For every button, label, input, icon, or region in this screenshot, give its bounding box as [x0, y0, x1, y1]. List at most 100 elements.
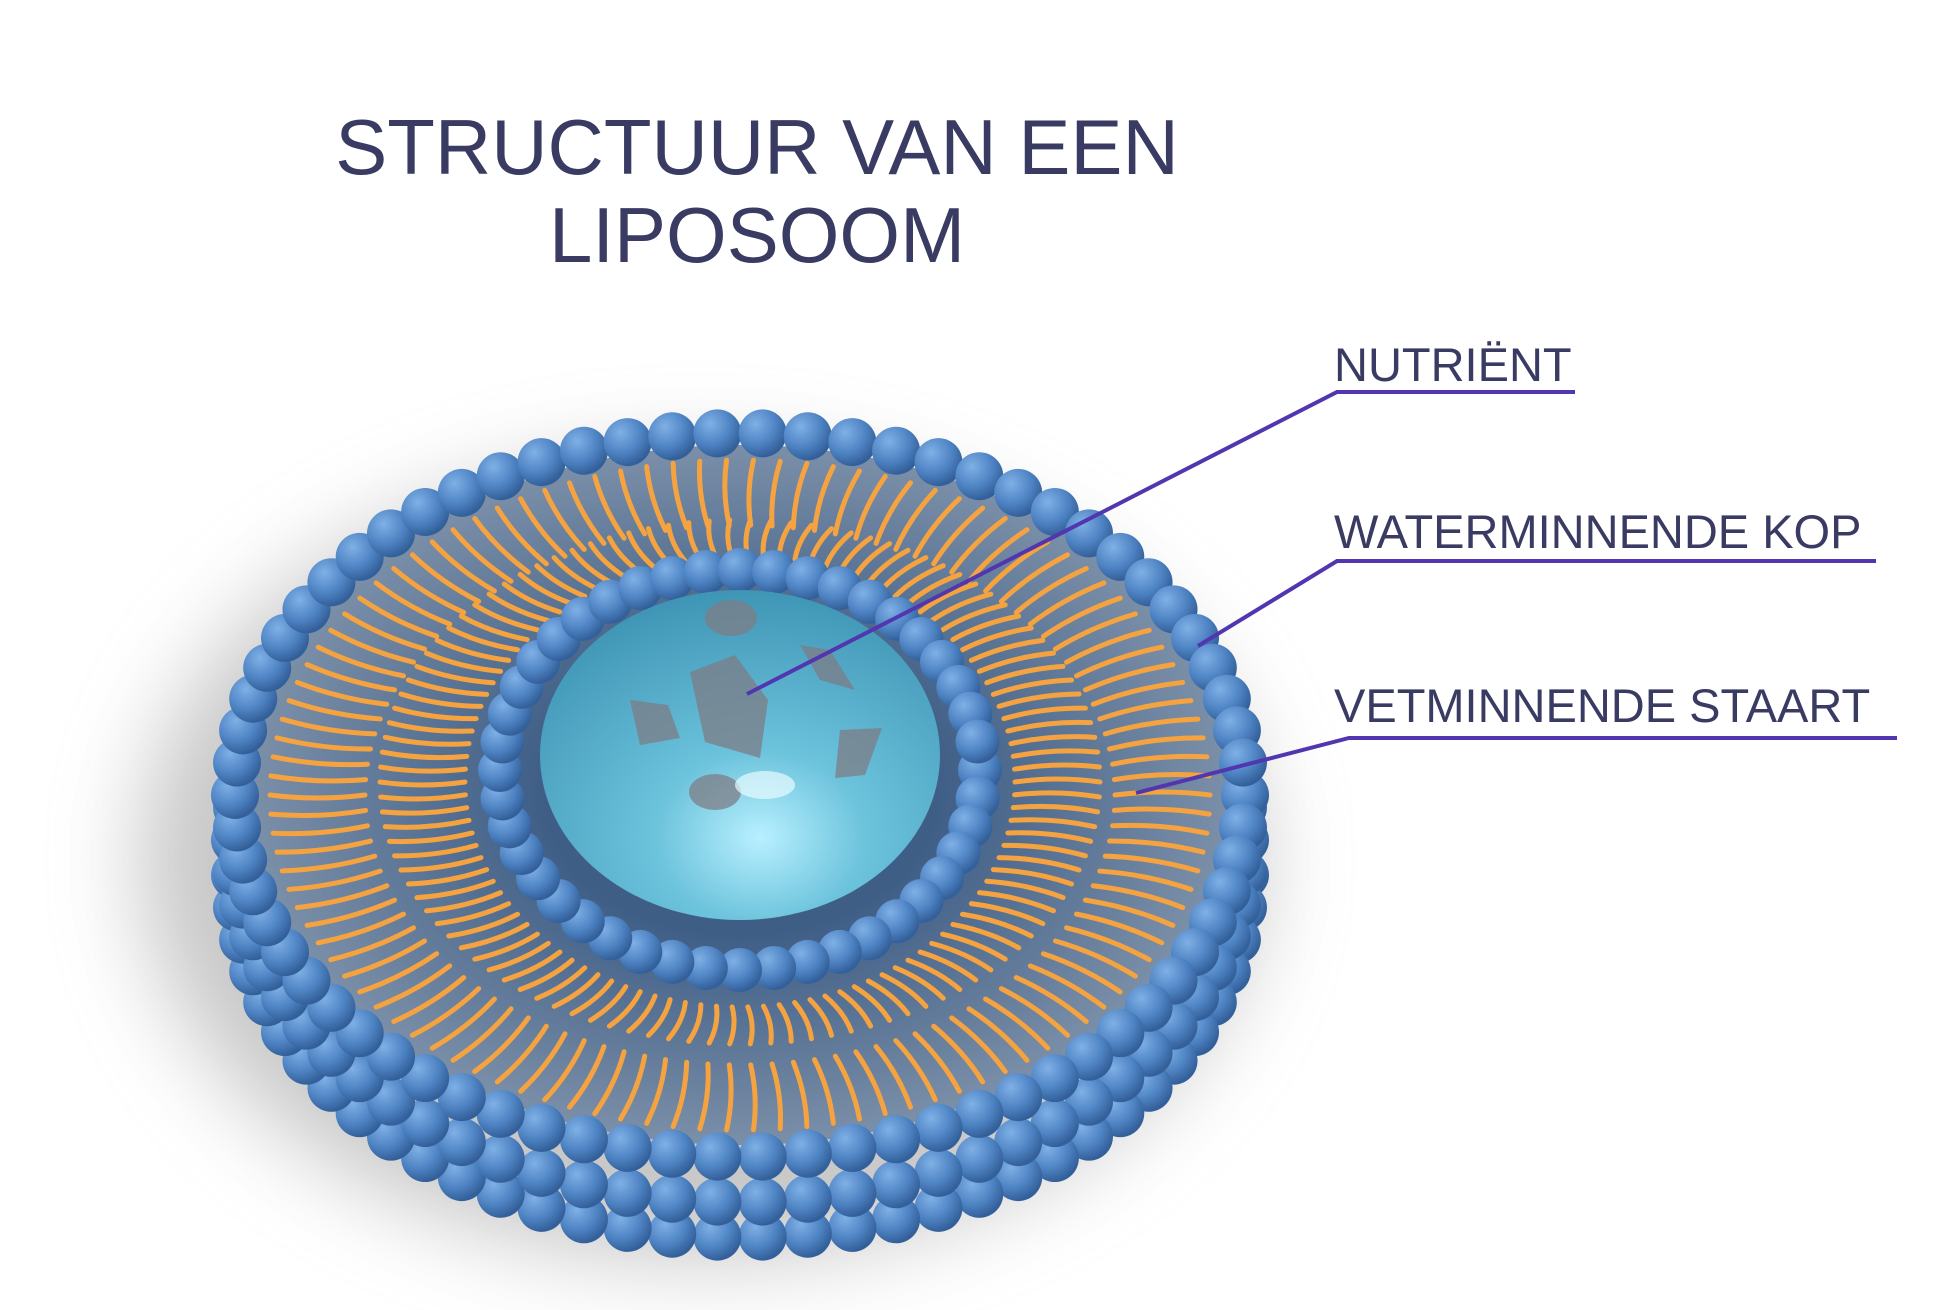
lipid-tail [1107, 838, 1206, 855]
lipid-head [783, 1209, 832, 1258]
leader-nutrient [746, 390, 1575, 696]
lipid-head [401, 487, 450, 536]
nutrient-particle [630, 700, 680, 745]
lipid-tail [792, 1000, 814, 1042]
lipid-tail [776, 1002, 794, 1044]
lipid-tail [644, 464, 669, 533]
lipid-head [1030, 1099, 1079, 1148]
lipid-head [401, 1099, 450, 1148]
lipid-tail [851, 984, 893, 1023]
lipid-tail [294, 679, 390, 707]
lipid-tail [670, 1059, 690, 1130]
lipid-head [476, 1169, 525, 1218]
lipid-head [752, 550, 797, 595]
lipid-tail [892, 563, 946, 599]
lipid-tail [959, 911, 1034, 939]
lipid-tail [1074, 644, 1165, 679]
lipid-tail [1102, 716, 1201, 737]
lipid-head [693, 1212, 742, 1261]
lipid-tail [342, 938, 428, 979]
lipid-tail [1005, 719, 1094, 734]
lipid-tail [501, 581, 563, 615]
lipid-tail [1064, 627, 1152, 665]
lipid-tail [893, 1038, 938, 1103]
lipid-head [693, 1177, 742, 1226]
lipid-tail [279, 716, 378, 737]
lipid-head [559, 1160, 608, 1209]
lipid-tail [968, 637, 1046, 663]
lipid-tail [391, 565, 467, 615]
lipid-head [914, 438, 963, 487]
lipid-head [401, 1054, 450, 1103]
lipid-tail [976, 650, 1056, 674]
lipid-tail [832, 1053, 862, 1122]
lipid-tail [1008, 734, 1098, 747]
lipid-tail [472, 602, 540, 633]
lipid-tail [865, 978, 911, 1017]
lipid-head [693, 1132, 742, 1181]
lipid-tail [670, 460, 690, 531]
lipid-tail [592, 473, 627, 541]
lipid-tail [769, 1061, 783, 1132]
lipid-tail [990, 867, 1075, 887]
lipid-tail [357, 595, 440, 639]
lipid-tail [551, 555, 601, 592]
lipid-head [559, 1115, 608, 1164]
lipid-tail [446, 625, 521, 653]
lipid-tail [592, 1049, 627, 1117]
lipid-tail [949, 1015, 1008, 1075]
lipid-head [437, 1118, 486, 1167]
lipid-tail [270, 754, 370, 768]
lipid-head [872, 1115, 921, 1164]
lipid-tail [429, 539, 497, 594]
nutrient-particle [800, 645, 855, 690]
lipid-tail [409, 986, 482, 1038]
aqueous-core [540, 590, 940, 920]
lipid-head [783, 1129, 832, 1178]
lipid-head [783, 1174, 832, 1223]
lipid-head [1030, 487, 1079, 536]
lipid-tail [386, 830, 475, 845]
lipid-tail [950, 921, 1022, 951]
lipid-head [783, 412, 832, 461]
lipid-tail [518, 1031, 568, 1094]
lipid-tail [304, 662, 398, 693]
lipid-head [994, 1153, 1043, 1202]
lipid-tail [792, 522, 814, 564]
lipid-tail [807, 997, 835, 1038]
lipid-tail [1112, 789, 1213, 798]
lipid-head [476, 1134, 525, 1183]
lipid-tail [494, 1023, 549, 1085]
inner-head-ring [478, 548, 1002, 992]
lipid-head [437, 468, 486, 517]
lipid-tail [618, 1053, 648, 1122]
lipid-head [738, 1177, 787, 1226]
lipid-tail [1097, 868, 1194, 892]
lipid-tail [822, 993, 854, 1034]
lipid-head [828, 1203, 877, 1252]
lipid-tail [486, 940, 551, 973]
lipid-head [401, 1134, 450, 1183]
lipid-tail [409, 552, 482, 604]
lipid-tail [373, 963, 453, 1010]
lipid-tail [450, 527, 514, 584]
lipid-tail [386, 720, 475, 734]
lipid-head [718, 948, 762, 992]
lipid-tail [274, 838, 373, 855]
lipid-tail [1012, 790, 1102, 800]
lipid-head [738, 1132, 787, 1181]
lipid-tail [405, 677, 490, 697]
lipid-tail [569, 978, 615, 1017]
lipid-head [914, 1183, 963, 1232]
lipid-tail [1074, 911, 1165, 946]
lipid-head [955, 719, 1000, 764]
lipid-head [785, 939, 830, 984]
lipid-tail [517, 957, 575, 992]
lipid-head [955, 452, 1004, 501]
lipid-tail [1082, 662, 1176, 693]
lipid-head [559, 1195, 608, 1244]
lipid-tail [940, 931, 1008, 962]
lipid-tail [518, 496, 568, 559]
lipid-tail [873, 480, 914, 546]
